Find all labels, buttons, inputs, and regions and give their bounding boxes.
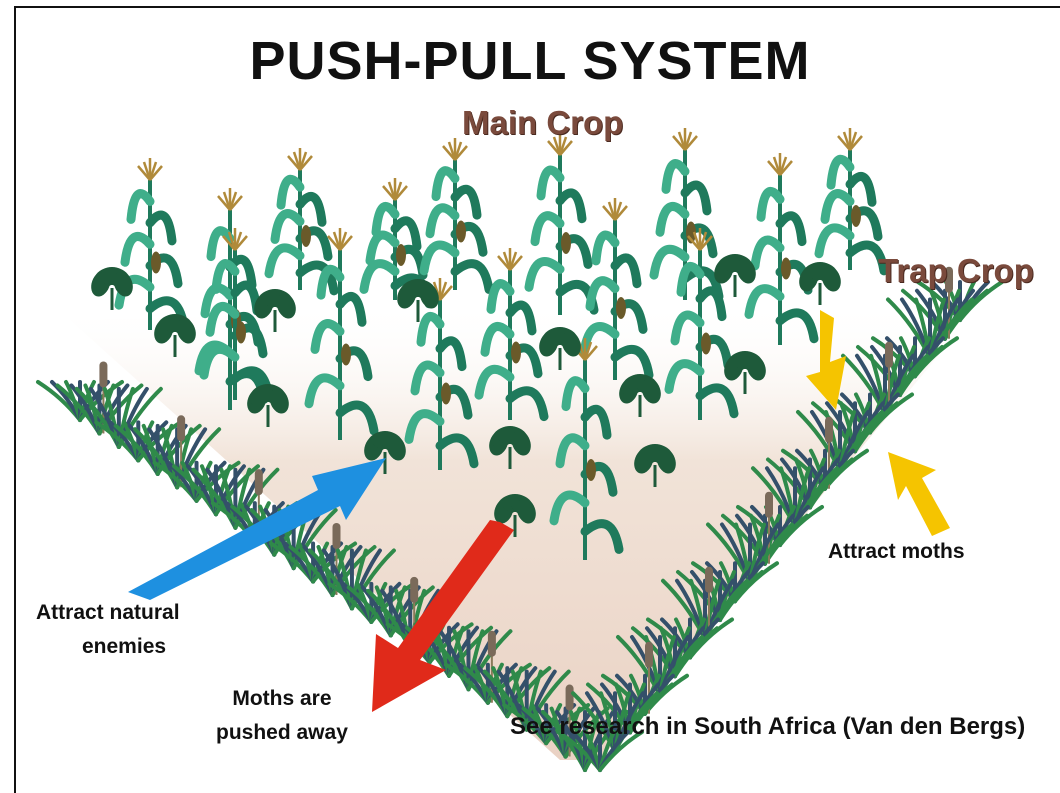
desmodium-plant-icon [88, 263, 136, 310]
maize-plant-icon [529, 133, 594, 315]
attract-natural-enemies-line-1: Attract natural [36, 596, 180, 630]
attract-natural-enemies-line-2: enemies [36, 630, 180, 664]
moths-pushed-line-2: pushed away [216, 716, 348, 750]
main-crop-label: Main Crop [462, 104, 623, 142]
research-note: See research in South Africa (Van den Be… [510, 710, 1058, 744]
maize-plant-icon [424, 138, 489, 290]
maize-plant-icon [119, 158, 184, 330]
trap-crop-label: Trap Crop [878, 252, 1034, 290]
attract-moths-label: Attract moths [828, 540, 965, 564]
page-title: PUSH-PULL SYSTEM [0, 30, 1060, 92]
maize-plant-icon [819, 128, 884, 271]
attract-moths-arrow-bottom-icon [888, 452, 950, 536]
moths-pushed-away-label: Moths are pushed away [216, 682, 348, 750]
moths-pushed-line-1: Moths are [216, 682, 348, 716]
attract-natural-enemies-label: Attract natural enemies [36, 596, 180, 664]
